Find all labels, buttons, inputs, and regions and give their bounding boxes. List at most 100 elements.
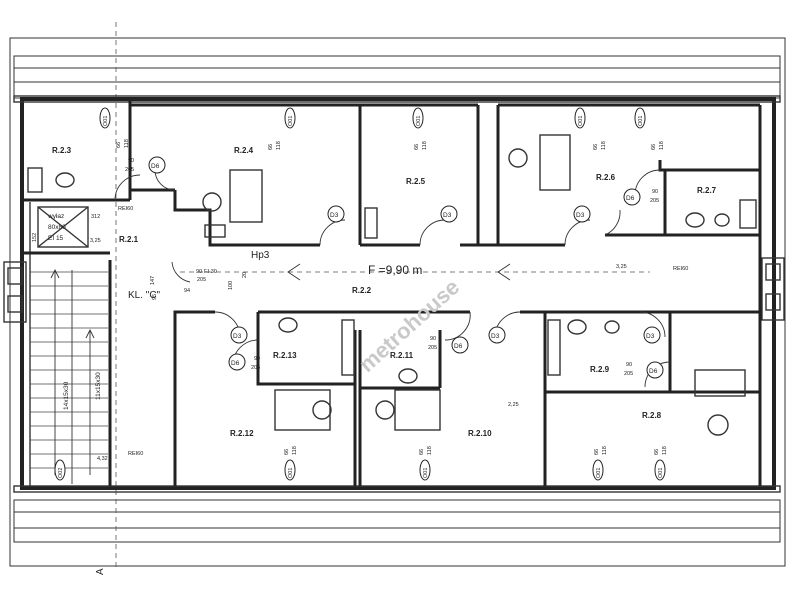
svg-text:D6: D6: [231, 360, 240, 367]
window-tag-top: O01: [634, 107, 646, 129]
svg-text:D6: D6: [151, 163, 160, 170]
room-label: R.2.10: [468, 429, 492, 438]
level-mark: 3,25: [90, 238, 101, 244]
sheet-frame: [9, 37, 786, 567]
interior-walls: [22, 99, 762, 486]
furniture: [27, 134, 757, 436]
svg-text:D3: D3: [646, 333, 655, 340]
svg-text:O01: O01: [638, 116, 644, 126]
riser-r213: [341, 319, 355, 376]
svg-text:66: 66: [414, 144, 420, 150]
room-label: R.2.6: [596, 173, 616, 182]
window-tag-bottom: O01: [592, 459, 604, 481]
room-label: R.2.13: [273, 351, 297, 360]
chair-r28: [707, 414, 729, 436]
svg-text:O01: O01: [596, 468, 602, 478]
room-label: R.2.8: [642, 411, 662, 420]
svg-text:D3: D3: [330, 212, 339, 219]
desk-r210: [394, 389, 441, 431]
svg-text:66: 66: [268, 144, 274, 150]
door-tag-d3: D3: [573, 205, 591, 223]
svg-text:118: 118: [427, 446, 433, 455]
door-tag-d3: D3: [643, 326, 661, 344]
fire-rating-label: REI60: [673, 266, 688, 272]
room-label: R.2.2: [352, 286, 372, 295]
window-tags: O01 O01 O01 O01 O01 O02 O01 O01 O01 O01: [54, 107, 666, 481]
svg-text:205: 205: [624, 371, 633, 377]
annotations: REI60 REI60 REI60 EI 30 Hp3 KL. "C" F =9…: [32, 206, 688, 462]
svg-text:205: 205: [650, 198, 659, 204]
svg-text:118: 118: [662, 446, 668, 455]
section-label: A: [95, 568, 106, 575]
toilet-r213: [278, 317, 298, 333]
svg-text:O01: O01: [423, 468, 429, 478]
fire-rating-label: REI60: [128, 451, 143, 457]
door-tag-d3: D3: [230, 326, 248, 344]
dim: 100: [228, 281, 234, 290]
toilet-r211: [398, 368, 418, 384]
level-mark: 4,32: [97, 456, 108, 462]
svg-text:118: 118: [601, 141, 607, 150]
svg-text:118: 118: [602, 446, 608, 455]
level-mark: 2,25: [508, 402, 519, 408]
svg-text:O01: O01: [416, 116, 422, 126]
window-tag-bottom: O01: [284, 459, 296, 481]
roof-hatch: wyłaz 80x80 EI 15 312: [37, 206, 100, 248]
hatch-dim: 312: [91, 214, 100, 220]
svg-text:O01: O01: [658, 468, 664, 478]
fire-rating-label: EI 30: [204, 269, 217, 275]
svg-text:66: 66: [116, 142, 122, 148]
hatch-size: 80x80: [48, 224, 66, 231]
room-label: R.2.12: [230, 429, 254, 438]
room-label: R.2.5: [406, 177, 426, 186]
svg-text:66: 66: [651, 144, 657, 150]
door-tag-d6: D6: [451, 336, 469, 354]
svg-text:90: 90: [430, 336, 436, 342]
svg-text:66: 66: [594, 449, 600, 455]
svg-text:D6: D6: [626, 195, 635, 202]
room-label: R.2.1: [119, 235, 139, 244]
svg-text:205: 205: [197, 277, 206, 283]
dim: 94: [184, 288, 190, 294]
stair-core-label: KL. "C": [128, 290, 161, 301]
stairs-right: 11x15x30: [95, 372, 102, 400]
svg-text:O01: O01: [288, 116, 294, 126]
svg-text:205: 205: [251, 365, 260, 371]
room-label: R.2.3: [52, 146, 72, 155]
svg-text:205: 205: [428, 345, 437, 351]
door-tag-d3: D3: [327, 205, 345, 223]
svg-text:O01: O01: [578, 116, 584, 126]
dim: 147: [150, 276, 156, 285]
toilet-r27b: [714, 213, 730, 227]
svg-text:D3: D3: [443, 212, 452, 219]
level-mark: 3,25: [616, 264, 627, 270]
window-dimensions: 66 118 66 118 66 118 66 118 66 118 66 11…: [116, 139, 668, 455]
riser-r29: [547, 319, 561, 376]
svg-text:66: 66: [593, 144, 599, 150]
svg-text:O01: O01: [103, 116, 109, 126]
window-tag-stair: O02: [54, 459, 66, 481]
toilet-r27: [685, 212, 705, 228]
chair-r24: [202, 192, 222, 212]
svg-text:D6: D6: [649, 368, 658, 375]
svg-text:118: 118: [124, 139, 130, 148]
svg-text:66: 66: [419, 449, 425, 455]
riser-r24: [204, 224, 226, 238]
fire-rating-label: REI60: [118, 206, 133, 212]
door-tag-d6: D6: [148, 156, 166, 174]
svg-text:90: 90: [254, 356, 260, 362]
section-line: A: [95, 22, 117, 575]
window-tag-bottom: O01: [654, 459, 666, 481]
stairs-left: 14x15x30: [63, 381, 70, 410]
svg-text:90: 90: [128, 158, 134, 164]
svg-text:66: 66: [654, 449, 660, 455]
door-tag-d3: D3: [488, 326, 506, 344]
shower-r23: [27, 167, 43, 193]
shower-r27: [739, 199, 757, 229]
room-label: R.2.11: [390, 351, 414, 360]
svg-text:D6: D6: [454, 343, 463, 350]
dim: 95: [152, 294, 158, 300]
svg-text:O01: O01: [288, 468, 294, 478]
